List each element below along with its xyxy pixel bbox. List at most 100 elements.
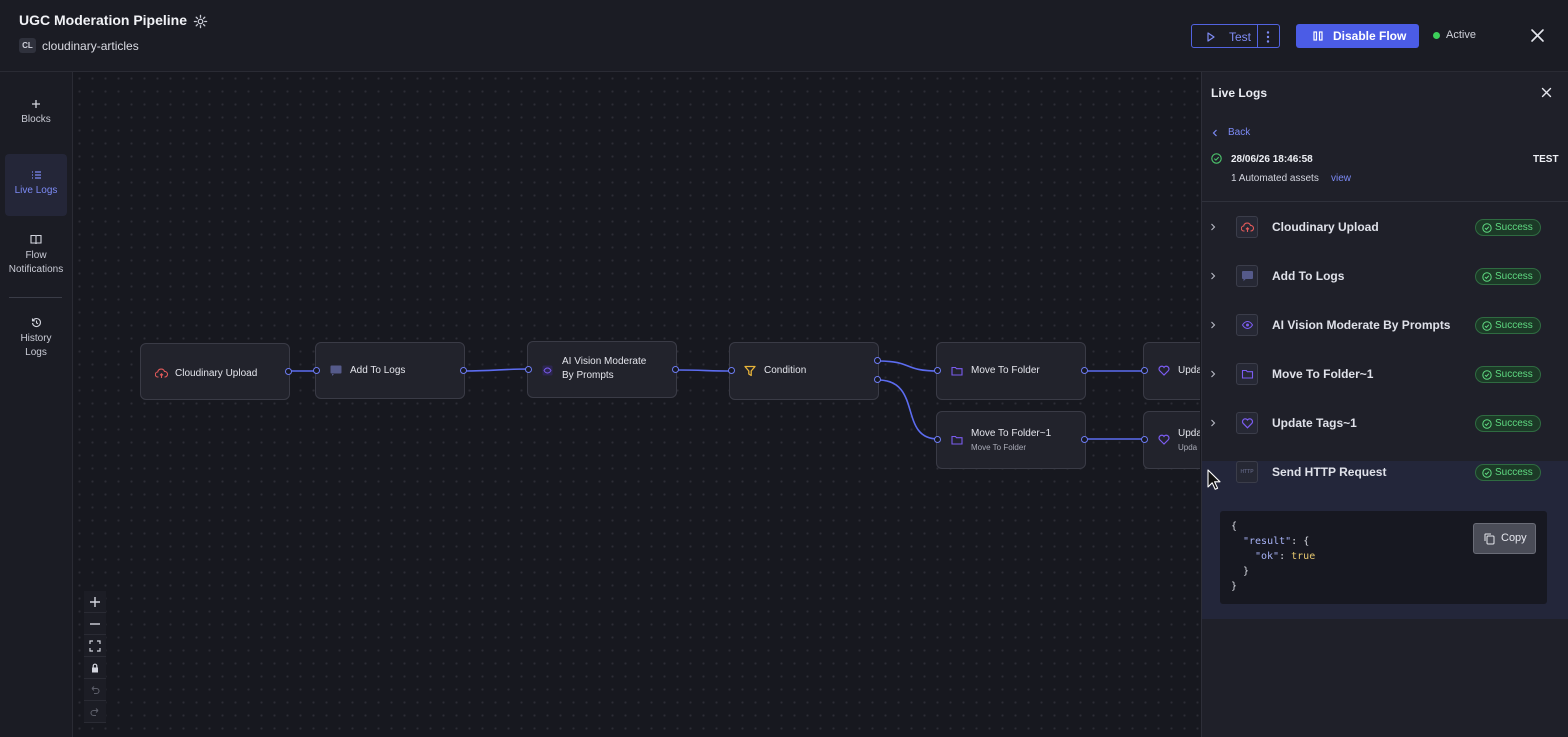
- undo-button[interactable]: [84, 679, 106, 701]
- sidebar-item-label: Flow: [25, 250, 47, 261]
- copy-button[interactable]: Copy: [1473, 523, 1536, 554]
- node-label: Upda: [1178, 428, 1200, 439]
- node-add-to-logs[interactable]: Add To Logs: [315, 342, 465, 399]
- log-step-update-tags-1[interactable]: Update Tags~1 Success: [1202, 399, 1568, 448]
- input-port[interactable]: [934, 367, 941, 374]
- node-condition[interactable]: Condition: [729, 342, 879, 400]
- project-badge: CL: [19, 38, 36, 53]
- status-label: Success: [1495, 418, 1533, 429]
- json-line: "result": {: [1243, 536, 1310, 547]
- input-port[interactable]: [934, 436, 941, 443]
- history-icon: [31, 317, 41, 327]
- lock-icon: [92, 663, 98, 673]
- filter-icon: [744, 365, 756, 377]
- json-line: {: [1231, 521, 1238, 532]
- plus-icon: [32, 100, 40, 108]
- step-name: Cloudinary Upload: [1272, 220, 1379, 234]
- json-value: true: [1291, 551, 1316, 562]
- status-badge: Success: [1475, 268, 1541, 285]
- node-label: Add To Logs: [350, 365, 406, 376]
- input-port[interactable]: [1141, 367, 1148, 374]
- output-port[interactable]: [1081, 367, 1088, 374]
- sidebar-item-history-logs[interactable]: History Logs: [5, 315, 67, 363]
- output-port[interactable]: [285, 368, 292, 375]
- status-badge: Success: [1475, 219, 1541, 236]
- sidebar-item-live-logs[interactable]: Live Logs: [5, 154, 67, 216]
- fit-view-icon: [89, 640, 101, 652]
- node-sublabel: Move To Folder: [971, 443, 1026, 452]
- check-circle-icon: [1482, 468, 1492, 478]
- close-icon[interactable]: [1530, 28, 1545, 43]
- step-name: AI Vision Moderate By Prompts: [1272, 318, 1451, 332]
- check-circle-icon: [1482, 370, 1492, 380]
- log-step-add-to-logs[interactable]: Add To Logs Success: [1202, 252, 1568, 301]
- sidebar-item-label: Live Logs: [14, 185, 58, 196]
- fit-view-button[interactable]: [84, 635, 106, 657]
- json-line: }: [1243, 566, 1250, 577]
- json-line: "ok": true: [1255, 551, 1316, 562]
- live-logs-panel: Live Logs Back 28/06/26 18:46:58 TEST 1 …: [1201, 72, 1568, 737]
- run-assets-count: 1 Automated assets: [1231, 173, 1319, 184]
- sidebar-item-blocks[interactable]: Blocks: [5, 96, 67, 132]
- step-name: Update Tags~1: [1272, 416, 1357, 430]
- redo-button[interactable]: [84, 701, 106, 723]
- output-port[interactable]: [1081, 436, 1088, 443]
- chevron-right-icon: [1211, 272, 1216, 280]
- redo-icon: [90, 708, 99, 717]
- output-port-true[interactable]: [874, 357, 881, 364]
- status-badge: Success: [1475, 464, 1541, 481]
- node-ai-vision[interactable]: AI Vision Moderate By Prompts: [527, 341, 677, 398]
- sidebar-item-label: History: [20, 333, 52, 344]
- node-update-tags[interactable]: Upda: [1143, 342, 1200, 400]
- lock-button[interactable]: [84, 657, 106, 679]
- gear-icon[interactable]: [193, 14, 208, 29]
- copy-label: Copy: [1501, 532, 1527, 544]
- sidebar-item-flow-notifications[interactable]: Flow Notifications: [5, 232, 67, 280]
- plus-icon: [90, 597, 100, 607]
- node-sublabel: Upda: [1178, 443, 1198, 452]
- node-update-tags-1[interactable]: Upda Upda: [1143, 411, 1200, 469]
- step-icon-box: [1236, 363, 1258, 385]
- status-label: Success: [1495, 467, 1533, 478]
- step-icon-box: [1236, 265, 1258, 287]
- json-key: "ok": [1255, 551, 1280, 562]
- step-icon-box: HTTP: [1236, 461, 1258, 483]
- eye-icon: [542, 365, 553, 376]
- zoom-in-button[interactable]: [84, 591, 106, 613]
- zoom-out-button[interactable]: [84, 613, 106, 635]
- log-step-cloudinary-upload[interactable]: Cloudinary Upload Success: [1202, 203, 1568, 252]
- node-move-to-folder-1[interactable]: Move To Folder~1 Move To Folder: [936, 411, 1086, 469]
- pause-icon: [1313, 31, 1323, 41]
- check-circle-icon: [1482, 272, 1492, 282]
- output-port[interactable]: [460, 367, 467, 374]
- divider: [1202, 201, 1568, 202]
- log-step-send-http-request[interactable]: HTTP Send HTTP Request Success: [1202, 448, 1568, 497]
- sidebar-divider: [9, 297, 62, 298]
- input-port[interactable]: [1141, 436, 1148, 443]
- node-move-to-folder[interactable]: Move To Folder: [936, 342, 1086, 400]
- log-step-move-to-folder-1[interactable]: Move To Folder~1 Success: [1202, 350, 1568, 399]
- test-button[interactable]: Test: [1191, 24, 1258, 48]
- status-badge: Success: [1475, 317, 1541, 334]
- output-port[interactable]: [672, 366, 679, 373]
- json-line: }: [1231, 581, 1238, 592]
- node-label: Move To Folder: [971, 365, 1040, 376]
- step-icon-box: [1236, 412, 1258, 434]
- flow-canvas[interactable]: Cloudinary Upload Add To Logs AI Vision …: [73, 72, 1200, 737]
- input-port[interactable]: [525, 366, 532, 373]
- input-port[interactable]: [728, 367, 735, 374]
- disable-flow-button[interactable]: Disable Flow: [1296, 24, 1419, 48]
- output-port-false[interactable]: [874, 376, 881, 383]
- test-options-button[interactable]: [1258, 24, 1280, 48]
- status-label: Success: [1495, 271, 1533, 282]
- mouse-cursor-icon: [1207, 469, 1221, 490]
- copy-icon: [1484, 533, 1495, 545]
- input-port[interactable]: [313, 367, 320, 374]
- node-cloudinary-upload[interactable]: Cloudinary Upload: [140, 343, 290, 400]
- status-badge: Success: [1475, 415, 1541, 432]
- log-step-ai-vision[interactable]: AI Vision Moderate By Prompts Success: [1202, 301, 1568, 350]
- view-assets-link[interactable]: view: [1331, 173, 1352, 184]
- step-name: Move To Folder~1: [1272, 367, 1374, 381]
- project-name: cloudinary-articles: [42, 39, 139, 53]
- close-icon[interactable]: [1541, 87, 1552, 98]
